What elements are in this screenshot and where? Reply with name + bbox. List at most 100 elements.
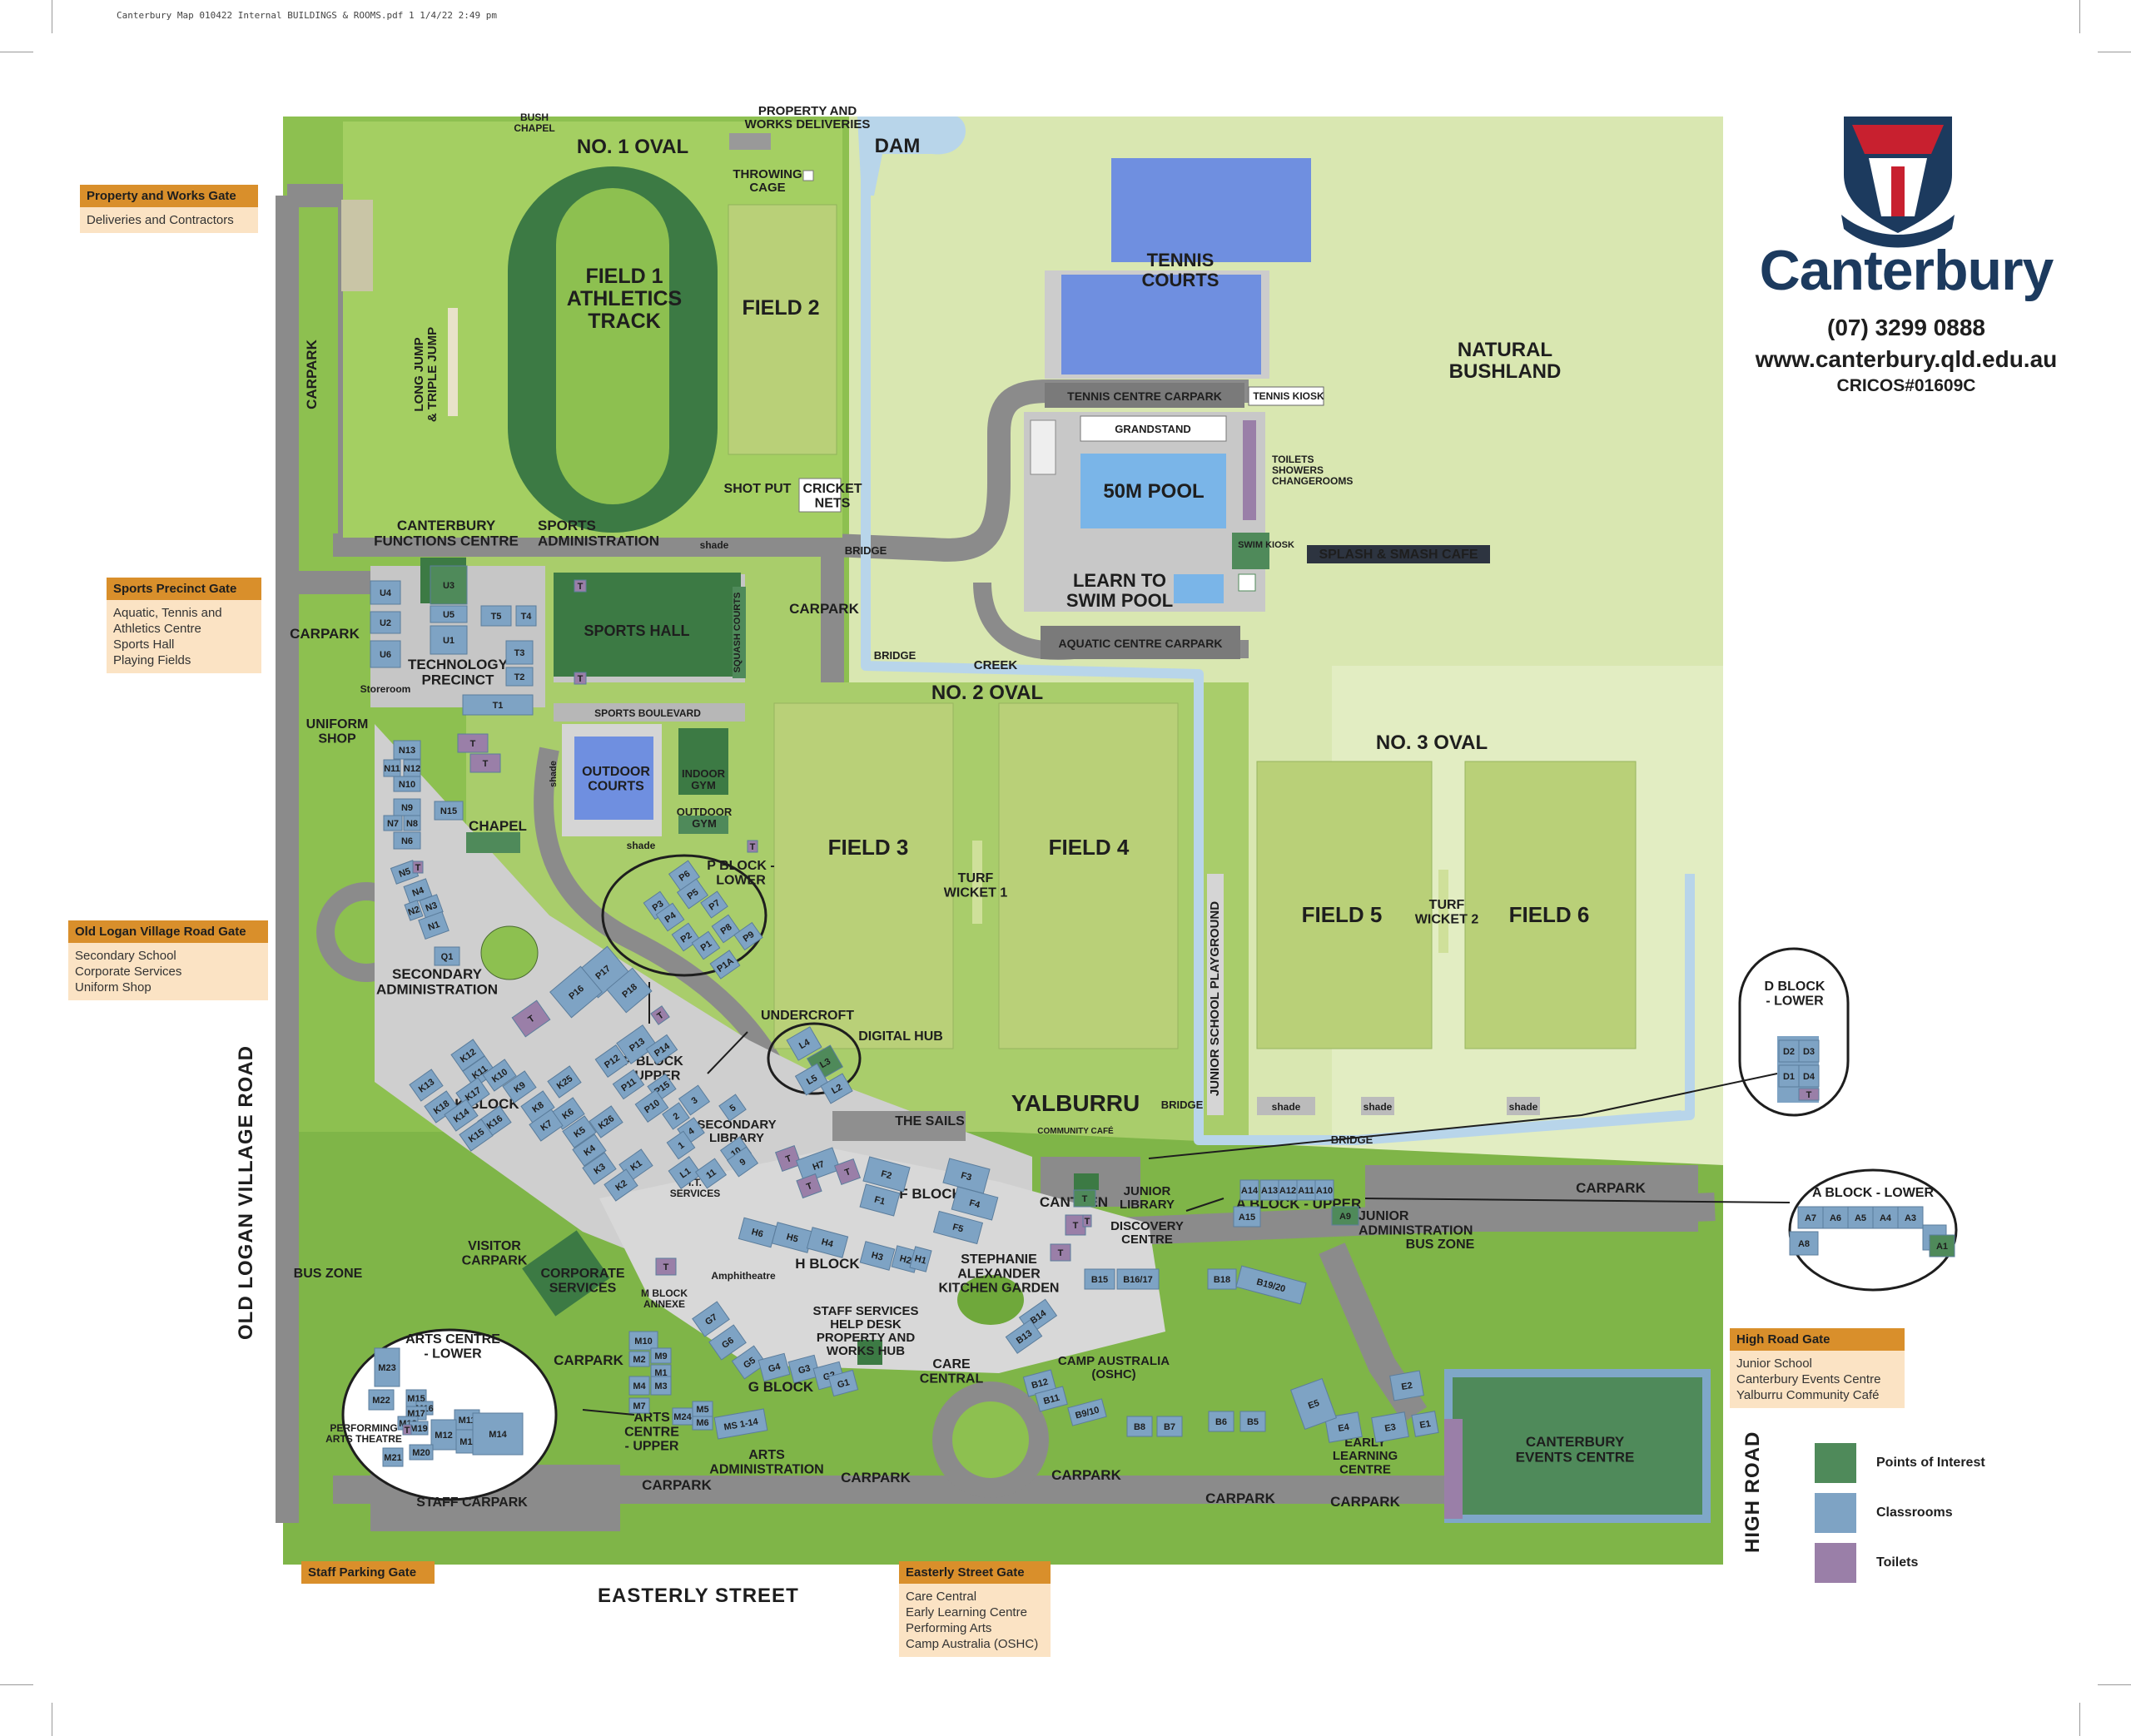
svg-text:M19: M19	[410, 1424, 427, 1434]
map-label-bush_chapel: CHAPEL	[514, 122, 554, 134]
crop-mark	[2079, 1703, 2080, 1736]
map-label-sec_admin: SECONDARY	[392, 966, 483, 982]
map-label-long_jump: LONG JUMP	[412, 337, 426, 411]
room-t5: T5	[480, 605, 512, 627]
room-a3: A3	[1897, 1206, 1924, 1229]
gate-info-line: Corporate Services	[75, 965, 182, 979]
map-label-tennis_courts: TENNIS	[1147, 250, 1215, 270]
canteen-building	[1074, 1173, 1099, 1190]
room-ms-1-14: MS 1-14	[713, 1408, 768, 1440]
learn-to-swim-pool	[1174, 574, 1224, 603]
map-label-arts_upper: ARTS	[633, 1411, 670, 1425]
map-label-yalburru: YALBURRU	[1011, 1090, 1140, 1116]
room-p5: P5	[676, 878, 709, 910]
room-k18: K18	[424, 1090, 459, 1123]
room-m14: M14	[472, 1412, 524, 1456]
svg-text:F3: F3	[960, 1171, 973, 1183]
svg-text:1: 1	[677, 1140, 687, 1151]
legend-item: Classrooms	[1815, 1488, 1985, 1538]
map-label-functions: FUNCTIONS CENTRE	[374, 533, 519, 548]
room-p11: P11	[612, 1069, 645, 1100]
svg-text:N8: N8	[406, 819, 418, 829]
svg-text:M24: M24	[673, 1412, 692, 1422]
room-k3: K3	[582, 1152, 617, 1185]
gate-info: Secondary School Corporate Services Unif…	[68, 943, 268, 1000]
map-label-junior_library: LIBRARY	[1120, 1198, 1175, 1212]
room-u3: U3	[430, 565, 468, 605]
throwing-cage	[802, 170, 814, 181]
map-label-p_lower: LOWER	[716, 873, 766, 887]
room-n6: N6	[393, 831, 421, 850]
corporate-services-building	[522, 1230, 610, 1317]
svg-text:H7: H7	[812, 1159, 826, 1173]
map-label-uniform_shop: UNIFORM	[306, 717, 369, 732]
map-legend: Points of Interest Classrooms Toilets	[1815, 1438, 1985, 1588]
map-label-tech_precinct: PRECINCT	[422, 672, 495, 687]
room-t: T	[1065, 1214, 1086, 1236]
svg-text:B7: B7	[1164, 1422, 1175, 1432]
svg-text:M12: M12	[435, 1431, 452, 1441]
splash-cafe-badge	[1307, 545, 1490, 563]
svg-text:U2: U2	[380, 618, 391, 628]
room-a10: A10	[1314, 1179, 1334, 1201]
svg-text:M20: M20	[412, 1448, 430, 1458]
field5	[1256, 761, 1433, 1049]
room-t: T	[1050, 1243, 1071, 1262]
svg-text:M23: M23	[378, 1363, 395, 1373]
svg-text:G1: G1	[837, 1377, 851, 1390]
room-t: T	[574, 579, 587, 593]
svg-text:B15: B15	[1091, 1275, 1108, 1285]
room-g3: G3	[787, 1354, 821, 1384]
undercroft-callout	[767, 1022, 862, 1095]
gate-old-logan: Old Logan Village Road Gate Secondary Sc…	[68, 920, 268, 1000]
map-label-toilets_showers: SHOWERS	[1272, 464, 1324, 476]
svg-text:B16/17: B16/17	[1123, 1275, 1152, 1285]
room-a1: A1	[1929, 1234, 1955, 1257]
map-label-carpark: CARPARK	[1576, 1180, 1646, 1196]
gate-info-line: Aquatic, Tennis and Athletics Centre	[113, 606, 222, 636]
room-b18: B18	[1207, 1268, 1237, 1290]
p-block-lower-callout	[601, 854, 767, 977]
room-k4: K4	[572, 1133, 607, 1167]
room-m2: M2	[628, 1351, 650, 1367]
room-k8: K8	[520, 1090, 555, 1123]
map-label-field4: FIELD 4	[1049, 835, 1130, 860]
room-n3: N3	[419, 894, 444, 919]
map-label-chapel: CHAPEL	[469, 818, 527, 834]
svg-text:M2: M2	[633, 1355, 645, 1365]
room-u1: U1	[430, 625, 468, 655]
map-label-it_services: SERVICES	[670, 1188, 720, 1199]
svg-text:F2: F2	[880, 1169, 893, 1182]
svg-text:A8: A8	[1798, 1239, 1810, 1249]
room-t: T	[402, 1424, 412, 1436]
room-t: T	[650, 1005, 670, 1025]
room-t: T	[747, 840, 758, 853]
svg-text:H5: H5	[785, 1232, 799, 1244]
room-a4: A4	[1872, 1206, 1899, 1229]
svg-text:N1: N1	[427, 920, 441, 933]
map-label-turf1: WICKET 1	[944, 885, 1008, 900]
room-t1: T1	[462, 694, 534, 716]
svg-text:T: T	[405, 1426, 410, 1436]
map-label-tech_precinct: TECHNOLOGY	[408, 657, 509, 672]
outdoor-courts	[574, 737, 653, 820]
svg-text:A9: A9	[1339, 1212, 1351, 1222]
svg-text:T: T	[1806, 1090, 1812, 1100]
dam	[857, 117, 966, 196]
svg-text:U6: U6	[380, 650, 391, 660]
gate-info-line: Playing Fields	[113, 653, 191, 667]
map-label-sec_admin: ADMINISTRATION	[376, 981, 498, 997]
room-m7: M7	[628, 1397, 650, 1414]
svg-text:T: T	[1085, 1217, 1090, 1227]
map-label-early_learning: CENTRE	[1339, 1462, 1391, 1476]
room-f2: F2	[862, 1156, 911, 1193]
map-label-carpark: CARPARK	[304, 339, 320, 409]
room-t: T	[1082, 1214, 1092, 1228]
map-label-sports_blvd: SPORTS BOULEVARD	[594, 707, 701, 719]
room-b6: B6	[1208, 1411, 1234, 1432]
room-e5: E5	[1290, 1378, 1337, 1430]
svg-text:M1: M1	[654, 1368, 667, 1378]
room-5: 5	[718, 1094, 747, 1122]
map-label-stephanie: KITCHEN GARDEN	[939, 1282, 1060, 1296]
gate-title: Sports Precinct Gate	[107, 578, 261, 600]
